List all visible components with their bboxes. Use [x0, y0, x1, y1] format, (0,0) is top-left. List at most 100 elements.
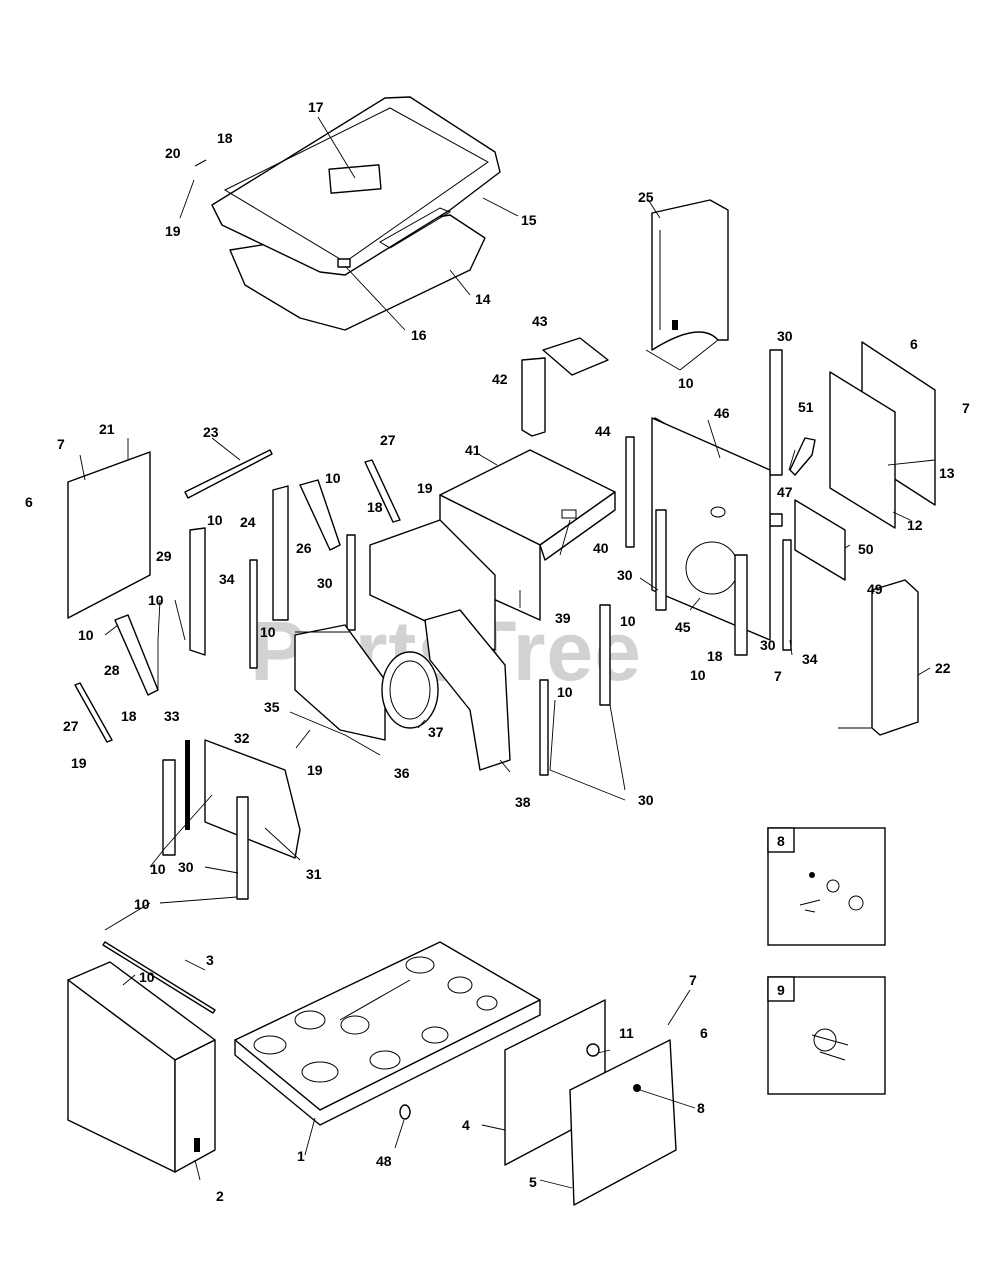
part-22-side-panel [871, 579, 919, 736]
callout-3: 3 [206, 952, 214, 968]
part-30-post-lower-b [599, 604, 611, 706]
part-25-back-panel [651, 199, 729, 351]
part-51-bracket [789, 437, 816, 476]
part-43-bracket [542, 337, 609, 376]
callout-6: 6 [910, 336, 918, 352]
callout-31: 31 [306, 866, 322, 882]
part-41-cover [439, 449, 616, 621]
callout-14: 14 [475, 291, 491, 307]
kit-box-9: 9 [767, 976, 886, 1095]
callout-27-bottom: 27 [63, 718, 79, 734]
callout-38: 38 [515, 794, 531, 810]
callout-10-bl: 10 [134, 896, 150, 912]
callout-labels: 17 20 18 19 15 14 16 25 10 43 42 30 6 7 … [25, 99, 970, 1204]
callout-43: 43 [532, 313, 548, 329]
kit-8-label: 8 [777, 833, 785, 849]
callout-49: 49 [867, 581, 883, 597]
callout-32: 32 [234, 730, 250, 746]
callout-8: 8 [697, 1100, 705, 1116]
part-5-door [569, 1039, 677, 1206]
callout-30: 30 [777, 328, 793, 344]
part-2-cabinet [67, 961, 216, 1173]
callout-28: 28 [104, 662, 120, 678]
callout-1: 1 [297, 1148, 305, 1164]
part-1-base [234, 941, 541, 1126]
callout-10: 10 [678, 375, 694, 391]
callout-41: 41 [465, 442, 481, 458]
part-47-clip [769, 513, 783, 527]
callout-12: 12 [907, 517, 923, 533]
callout-10-38: 10 [557, 684, 573, 700]
callout-19-mid: 19 [417, 480, 433, 496]
callout-30-right: 30 [760, 637, 776, 653]
lid-assembly [194, 96, 501, 331]
callout-18: 18 [217, 130, 233, 146]
part-21-side-panel [67, 451, 151, 619]
part-30-post-lower [539, 679, 549, 776]
callout-15: 15 [521, 212, 537, 228]
part-24-post [272, 485, 289, 621]
part-34-post-right [782, 539, 792, 651]
part-27-strut-top [364, 459, 401, 523]
part-11-hinge [586, 1043, 600, 1057]
part-42-bracket [521, 357, 546, 437]
callout-5: 5 [529, 1174, 537, 1190]
callout-10-28: 10 [78, 627, 94, 643]
callout-6-door: 6 [700, 1025, 708, 1041]
callout-26: 26 [296, 540, 312, 556]
callout-40: 40 [593, 540, 609, 556]
part-36-frame [294, 624, 386, 741]
callout-10-23: 10 [207, 512, 223, 528]
callout-7-right: 7 [774, 668, 782, 684]
part-17-label [328, 164, 382, 194]
callout-18-right: 18 [707, 648, 723, 664]
part-28-bracket [114, 614, 159, 696]
part-30-post-right [769, 349, 783, 476]
callout-37: 37 [428, 724, 444, 740]
callout-45: 45 [675, 619, 691, 635]
part-16-latch [337, 258, 351, 268]
part-27-strut-bottom [74, 682, 113, 743]
kit-box-8: 8 [767, 827, 886, 946]
callout-11: 11 [619, 1025, 634, 1041]
callout-7-door: 7 [689, 972, 697, 988]
part-37-ring [381, 651, 439, 729]
callout-10-right: 10 [690, 667, 706, 683]
callout-6-left: 6 [25, 494, 33, 510]
part-26-bracket [299, 479, 341, 551]
part-30-post-left-mid [655, 509, 667, 611]
callout-30-31: 30 [178, 859, 194, 875]
callout-24: 24 [240, 514, 256, 530]
callout-46: 46 [714, 405, 730, 421]
callout-19: 19 [165, 223, 181, 239]
callout-18-bottom: 18 [121, 708, 137, 724]
part-23-rail [184, 449, 273, 499]
part-48-plug [399, 1104, 411, 1120]
part-34-post-left [249, 559, 258, 669]
callout-10-29: 10 [148, 592, 164, 608]
callout-10-31: 10 [150, 861, 166, 877]
part-45-panel [651, 417, 771, 641]
part-3-rod [102, 941, 216, 1014]
callout-42: 42 [492, 371, 508, 387]
callout-20: 20 [165, 145, 181, 161]
callout-7: 7 [962, 400, 970, 416]
callout-27: 27 [380, 432, 396, 448]
leader-lines [79, 116, 936, 1189]
callout-23: 23 [203, 424, 219, 440]
callout-25: 25 [638, 189, 654, 205]
callout-10-45: 10 [620, 613, 636, 629]
part-30-post-bl [162, 759, 176, 856]
callout-47: 47 [777, 484, 793, 500]
callout-21: 21 [99, 421, 115, 437]
part-29-post [189, 527, 206, 656]
kit-9-label: 9 [777, 982, 785, 998]
callout-35: 35 [264, 699, 280, 715]
callout-36: 36 [394, 765, 410, 781]
part-30-post-bl2 [236, 796, 249, 900]
callout-18-mid: 18 [367, 499, 383, 515]
callout-30-38: 30 [638, 792, 654, 808]
callout-33: 33 [164, 708, 180, 724]
callout-30-center: 30 [317, 575, 333, 591]
